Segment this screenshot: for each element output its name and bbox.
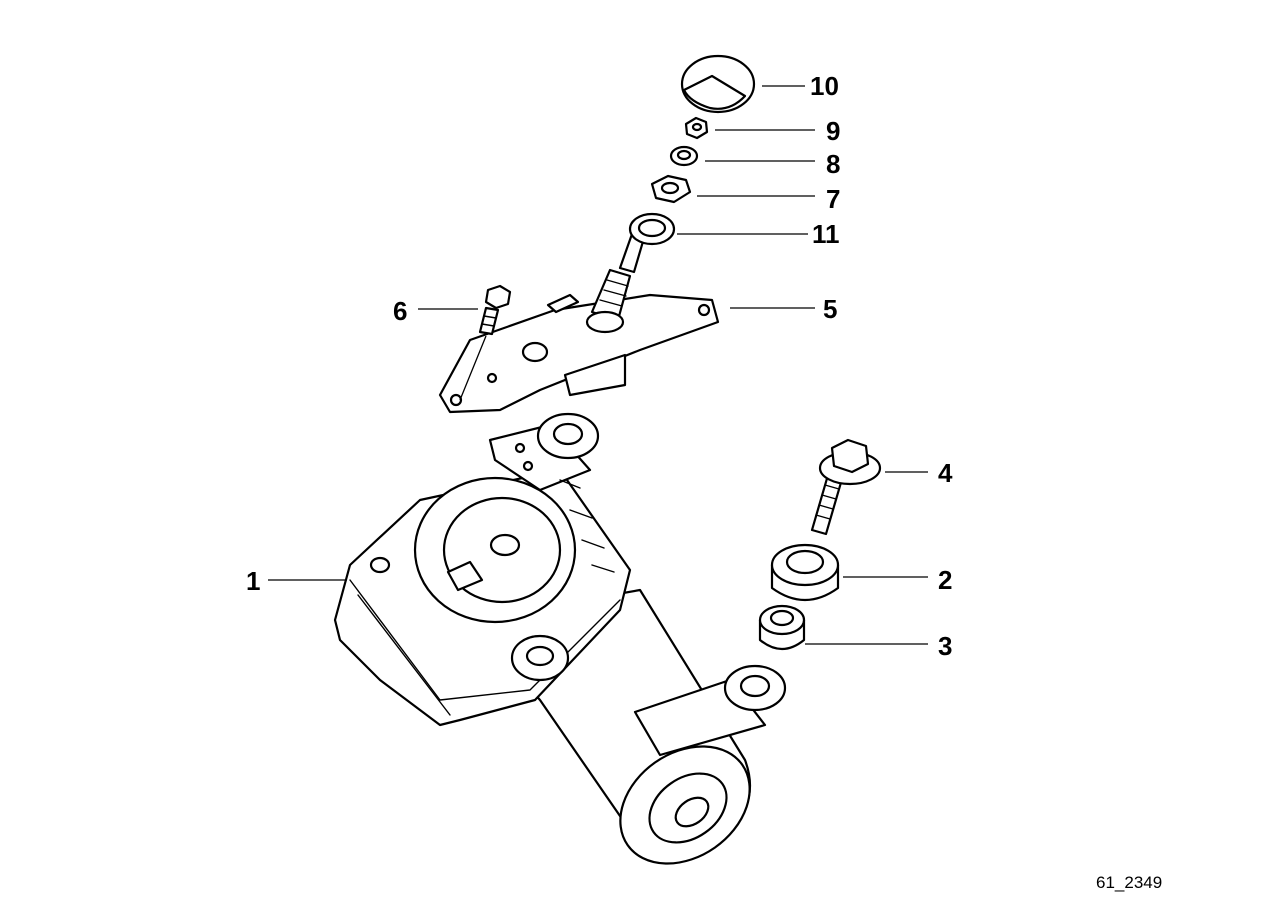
callout-7: 7 xyxy=(826,184,840,214)
sealing-ring-part-11 xyxy=(628,212,676,246)
grommet-part-2 xyxy=(770,543,840,601)
callout-10: 10 xyxy=(810,71,839,101)
cap-part-10 xyxy=(680,54,756,114)
callout-8: 8 xyxy=(826,149,840,179)
callout-6: 6 xyxy=(393,296,407,326)
wiper-motor-part-1 xyxy=(333,412,787,865)
callout-9: 9 xyxy=(826,116,840,146)
callout-2: 2 xyxy=(938,565,952,595)
small-nut-part-9 xyxy=(684,116,709,140)
washer-part-8 xyxy=(669,145,699,167)
callout-5: 5 xyxy=(823,294,837,324)
callout-11: 11 xyxy=(812,219,840,249)
mounting-bracket-part-5 xyxy=(438,232,720,414)
small-bolt-part-6 xyxy=(459,284,512,401)
callout-1: 1 xyxy=(246,566,260,596)
figure-code: 61_2349 xyxy=(1096,873,1162,892)
spacer-sleeve-part-3 xyxy=(758,604,806,651)
callout-4: 4 xyxy=(938,458,953,488)
hex-nut-part-7 xyxy=(650,174,692,204)
hex-bolt-part-4 xyxy=(810,438,882,536)
callout-3: 3 xyxy=(938,631,952,661)
callout-labels: 1 2 3 4 5 6 7 8 9 10 11 xyxy=(246,71,953,661)
leader-lines xyxy=(268,85,928,645)
